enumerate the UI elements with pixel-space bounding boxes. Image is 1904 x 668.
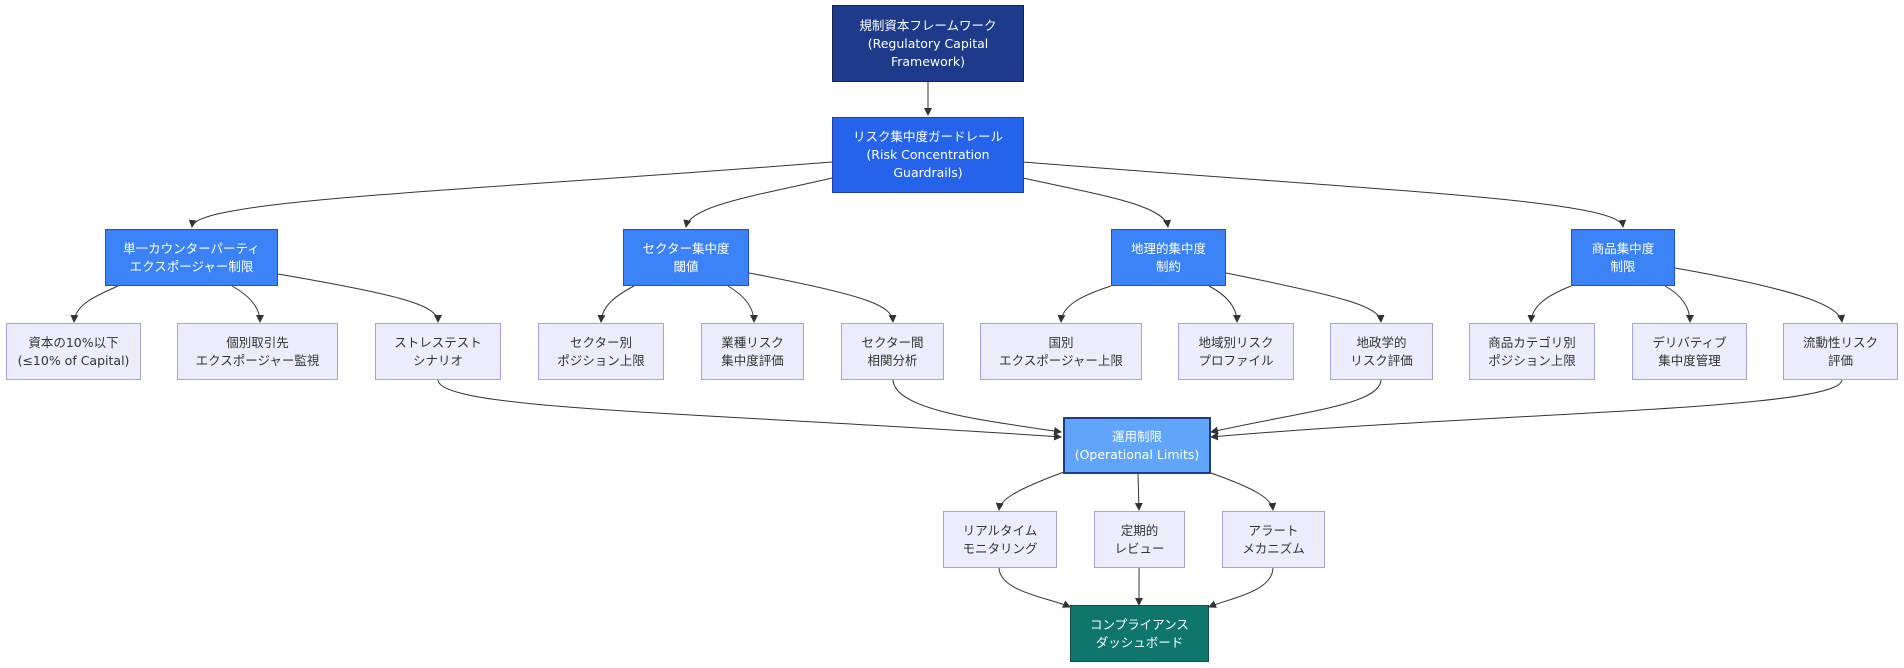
edge-liquidity-operational bbox=[1210, 379, 1843, 441]
node-label-line: シナリオ bbox=[412, 352, 463, 368]
node-compliance-dashboard: コンプライアンス ダッシュボード bbox=[1070, 605, 1209, 662]
node-label-line: プロファイル bbox=[1198, 352, 1274, 368]
node-label-line: (Risk Concentration bbox=[866, 147, 990, 162]
node-label-line: 相関分析 bbox=[867, 352, 918, 368]
edge-operational-realtime bbox=[995, 471, 1065, 511]
node-label-line: 評価 bbox=[1827, 352, 1853, 368]
node-label-line: 流動性リスク bbox=[1802, 334, 1878, 350]
edge-comm-category bbox=[1527, 285, 1572, 323]
node-label-line: エクスポージャー上限 bbox=[999, 352, 1123, 368]
node-country-exposure-limit: 国別 エクスポージャー上限 bbox=[980, 323, 1142, 380]
node-label-line: リスク集中度ガードレール bbox=[852, 129, 1003, 144]
node-commodity-concentration-limit: 商品集中度 制限 bbox=[1571, 229, 1675, 286]
edge-stress-operational bbox=[437, 379, 1062, 441]
node-label-line: リアルタイム bbox=[962, 522, 1038, 538]
node-geopolitical-risk-assessment: 地政学的 リスク評価 bbox=[1330, 323, 1433, 380]
edge-alert-dashboard bbox=[1208, 567, 1274, 608]
node-sector-position-limit: セクター別 ポジション上限 bbox=[538, 323, 664, 380]
edge-guardrails-single bbox=[188, 161, 833, 228]
node-label-line: ストレステスト bbox=[394, 334, 482, 350]
node-label-line: セクター集中度 bbox=[642, 240, 730, 256]
edge-realtime-dashboard bbox=[998, 567, 1071, 608]
node-label-line: アラート bbox=[1248, 522, 1299, 538]
node-label-line: デリバティブ bbox=[1652, 334, 1727, 350]
node-industry-risk-assessment: 業種リスク 集中度評価 bbox=[701, 323, 804, 380]
node-sector-correlation-analysis: セクター間 相関分析 bbox=[841, 323, 944, 380]
edge-sector-industry bbox=[727, 285, 758, 323]
node-label-line: メカニズム bbox=[1242, 540, 1305, 556]
node-individual-exposure-monitoring: 個別取引先 エクスポージャー監視 bbox=[177, 323, 338, 380]
edge-operational-periodic bbox=[1134, 473, 1143, 511]
node-single-counterparty-limit: 単一カウンターパーティ エクスポージャー制限 bbox=[105, 229, 278, 286]
node-label-line: (Operational Limits) bbox=[1074, 446, 1200, 462]
node-label-line: 集中度評価 bbox=[721, 352, 784, 368]
edge-guardrails-commodity bbox=[1022, 161, 1627, 228]
edge-sector-correlation bbox=[748, 272, 897, 323]
node-label-line: 規制資本フレームワーク bbox=[859, 17, 997, 33]
node-label-line: ポジション上限 bbox=[1488, 352, 1576, 368]
node-label-line: ダッシュボード bbox=[1095, 634, 1184, 650]
edge-guardrails-geo bbox=[1022, 177, 1171, 228]
node-label-line: 商品カテゴリ別 bbox=[1488, 334, 1576, 350]
node-sector-concentration-threshold: セクター集中度 閾値 bbox=[623, 229, 749, 286]
node-label-line: セクター別 bbox=[569, 334, 632, 350]
edge-operational-alert bbox=[1207, 471, 1277, 511]
node-label-line: 制限 bbox=[1610, 258, 1636, 274]
edge-single-stress bbox=[277, 273, 442, 323]
node-label-line: 単一カウンターパーティ bbox=[123, 240, 260, 256]
node-label-line: エクスポージャー制限 bbox=[129, 258, 254, 274]
node-regulatory-capital-framework: 規制資本フレームワーク (Regulatory Capital Framewor… bbox=[832, 5, 1024, 82]
node-stress-test-scenario: ストレステスト シナリオ bbox=[375, 323, 501, 380]
node-label-line: (≤10% of Capital) bbox=[17, 352, 130, 368]
node-label-line: 地理的集中度 bbox=[1130, 240, 1206, 256]
edge-guardrails-sector bbox=[683, 177, 833, 228]
node-label-line: リスク評価 bbox=[1350, 352, 1413, 368]
node-capital-10-percent: 資本の10%以下 (≤10% of Capital) bbox=[6, 323, 141, 380]
node-derivative-concentration: デリバティブ 集中度管理 bbox=[1632, 323, 1747, 380]
edge-single-individual bbox=[231, 285, 264, 323]
edge-comm-liquidity bbox=[1674, 267, 1846, 323]
node-label-line: 制約 bbox=[1155, 258, 1181, 274]
node-alert-mechanism: アラート メカニズム bbox=[1222, 511, 1325, 568]
node-label-line: 定期的 bbox=[1120, 522, 1159, 538]
node-realtime-monitoring: リアルタイム モニタリング bbox=[943, 511, 1057, 568]
node-label-line: 個別取引先 bbox=[226, 334, 289, 350]
node-label-line: エクスポージャー監視 bbox=[195, 352, 320, 368]
node-label-line: レビュー bbox=[1114, 540, 1165, 556]
node-operational-limits: 運用制限 (Operational Limits) bbox=[1063, 417, 1211, 474]
node-label-line: Guardrails) bbox=[893, 165, 963, 180]
node-label-line: 地政学的 bbox=[1356, 334, 1407, 350]
node-liquidity-risk-assessment: 流動性リスク 評価 bbox=[1783, 323, 1898, 380]
node-label-line: 地域別リスク bbox=[1198, 334, 1274, 350]
node-label-line: 運用制限 bbox=[1111, 428, 1162, 444]
node-risk-concentration-guardrails: リスク集中度ガードレール (Risk Concentration Guardra… bbox=[832, 117, 1024, 193]
node-label-line: Framework) bbox=[890, 53, 966, 69]
node-label-line: モニタリング bbox=[962, 540, 1038, 556]
node-label-line: 閾値 bbox=[673, 258, 699, 274]
edge-geo-country bbox=[1057, 285, 1112, 323]
edge-geo-geopolitical bbox=[1225, 272, 1385, 323]
edge-correlation-operational bbox=[892, 379, 1062, 435]
node-commodity-category-limit: 商品カテゴリ別 ポジション上限 bbox=[1469, 323, 1595, 380]
node-label-line: 業種リスク bbox=[721, 334, 784, 350]
node-label-line: ポジション上限 bbox=[557, 352, 645, 368]
node-label-line: 国別 bbox=[1048, 334, 1074, 350]
node-label-line: コンプライアンス bbox=[1090, 616, 1189, 632]
node-label-line: セクター間 bbox=[861, 334, 924, 350]
node-periodic-review: 定期的 レビュー bbox=[1094, 511, 1185, 568]
edge-geopolitical-operational bbox=[1210, 379, 1382, 435]
node-label-line: (Regulatory Capital bbox=[867, 35, 989, 51]
edge-geo-regional bbox=[1208, 285, 1241, 323]
node-label-line: 資本の10%以下 bbox=[28, 334, 119, 350]
node-regional-risk-profile: 地域別リスク プロファイル bbox=[1178, 323, 1294, 380]
node-geographic-concentration-constraint: 地理的集中度 制約 bbox=[1111, 229, 1226, 286]
edge-single-capital bbox=[70, 285, 119, 323]
edge-sector-position bbox=[597, 285, 635, 323]
node-label-line: 集中度管理 bbox=[1658, 352, 1721, 368]
edge-comm-derivative bbox=[1664, 285, 1694, 323]
node-label-line: 商品集中度 bbox=[1591, 240, 1655, 256]
